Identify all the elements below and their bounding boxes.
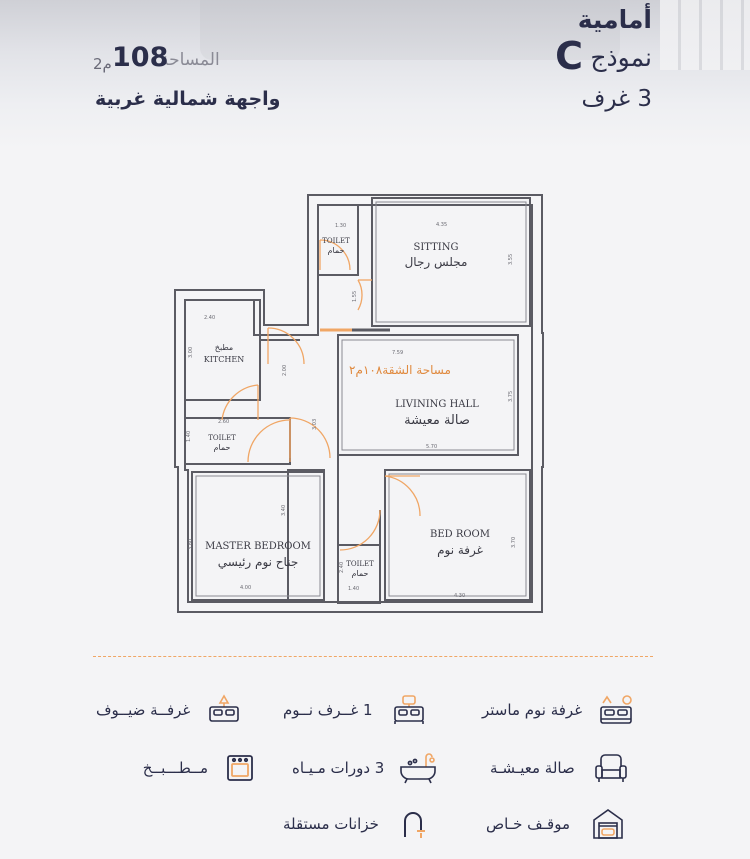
- feature-bathrooms: 3 دورات مـيـاه: [292, 746, 438, 790]
- bed-icon: [389, 690, 429, 730]
- area-value: 108: [112, 42, 169, 73]
- dim-label: 3.55: [508, 254, 514, 265]
- feature-label: غرفــة ضيــوف: [96, 701, 191, 719]
- dim-label: 4.00: [240, 585, 251, 591]
- section-divider: [93, 656, 653, 657]
- living-label-ar: صالة معيشة: [404, 413, 470, 428]
- dim-label: 1.30: [335, 223, 346, 229]
- dim-label: 1.40: [348, 586, 359, 592]
- bathtub-icon: [398, 748, 438, 788]
- master-label-en: MASTER BEDROOM: [205, 541, 311, 552]
- dim-label: 5.70: [426, 444, 437, 450]
- feature-label: خزانات مستقلة: [283, 815, 379, 833]
- toilet-1-label-en: TOILET: [322, 237, 350, 245]
- dim-label: 1.40: [186, 431, 192, 442]
- master-label-ar: جناح نوم رئيسي: [218, 555, 299, 570]
- toilet-2-label-en: TOILET: [208, 434, 236, 442]
- living-label-en: LIVINING HALL: [395, 399, 479, 410]
- dim-label: 1.55: [352, 291, 358, 302]
- dim-label: 2.60: [218, 419, 229, 425]
- dim-label: 3.75: [508, 391, 514, 402]
- model-word: نموذج: [590, 43, 652, 72]
- area-unit: 2م: [93, 55, 112, 73]
- bedroom-label-ar: غرفة نوم: [437, 543, 483, 558]
- dim-label: 3.80: [188, 539, 194, 550]
- armchair-icon: [591, 748, 631, 788]
- dim-label: 3.70: [511, 537, 517, 548]
- dim-label: 3.03: [312, 419, 318, 430]
- kitchen-label-ar: مطبخ: [215, 343, 233, 352]
- feature-private-parking: موقـف خـاص: [486, 802, 628, 846]
- dim-label: 2.40: [339, 562, 345, 573]
- feature-label: 3 دورات مـيـاه: [292, 759, 385, 777]
- sitting-label-ar: مجلس رجال: [405, 255, 468, 270]
- kitchen-label-en: KITCHEN: [204, 355, 244, 364]
- floor-plan: SITTING مجلس رجال TOILET حمام مطبخ KITCH…: [174, 194, 544, 613]
- dim-label: 2.00: [282, 365, 288, 376]
- feature-guest-room: غرفــة ضيــوف: [96, 688, 244, 732]
- feature-label: موقـف خـاص: [486, 815, 571, 833]
- hero-banner: [0, 0, 750, 150]
- guest-room-icon: [204, 690, 244, 730]
- dim-label: 4.30: [454, 593, 465, 599]
- feature-independent-tanks: خزانات مستقلة: [283, 802, 433, 846]
- dim-label: 2.40: [204, 315, 215, 321]
- dim-label: 7.59: [392, 350, 403, 356]
- feature-label: صالة معيـشـة: [490, 759, 575, 777]
- bedroom-label-en: BED ROOM: [430, 529, 490, 540]
- feature-kitchen: مــطـــبــخ: [96, 746, 260, 790]
- apartment-area-note: مساحة الشقة١٠٨م٢: [349, 363, 451, 377]
- toilet-2-label-ar: حمام: [214, 443, 231, 452]
- area-label: المساحة: [160, 50, 220, 70]
- feature-label: غرفة نوم ماستر: [482, 701, 583, 719]
- hero-window-image: [660, 0, 750, 70]
- toilet-3-label-ar: حمام: [352, 569, 369, 578]
- feature-master-bedroom: غرفة نوم ماستر: [482, 688, 636, 732]
- dim-label: 3.00: [188, 347, 194, 358]
- faucet-icon: [393, 804, 433, 844]
- feature-bedrooms: 1 غــرف نــوم: [283, 688, 429, 732]
- feature-label: مــطـــبــخ: [142, 759, 208, 777]
- stove-icon: [220, 748, 260, 788]
- feature-label: 1 غــرف نــوم: [283, 701, 373, 719]
- model-letter: C: [555, 34, 583, 78]
- dim-label: 3.40: [281, 505, 287, 516]
- page-title: أمامية: [577, 5, 652, 34]
- garage-icon: [588, 804, 628, 844]
- sitting-label-en: SITTING: [413, 242, 458, 253]
- dim-label: 4.35: [436, 222, 447, 228]
- toilet-3-label-en: TOILET: [346, 560, 374, 568]
- rooms-count: 3 غرف: [581, 86, 652, 112]
- toilet-1-label-ar: حمام: [328, 246, 345, 255]
- feature-living-hall: صالة معيـشـة: [490, 746, 631, 790]
- hero-sofa-image: [200, 0, 620, 60]
- facade-direction: واجهة شمالية غربية: [95, 88, 281, 110]
- master-bed-icon: [596, 690, 636, 730]
